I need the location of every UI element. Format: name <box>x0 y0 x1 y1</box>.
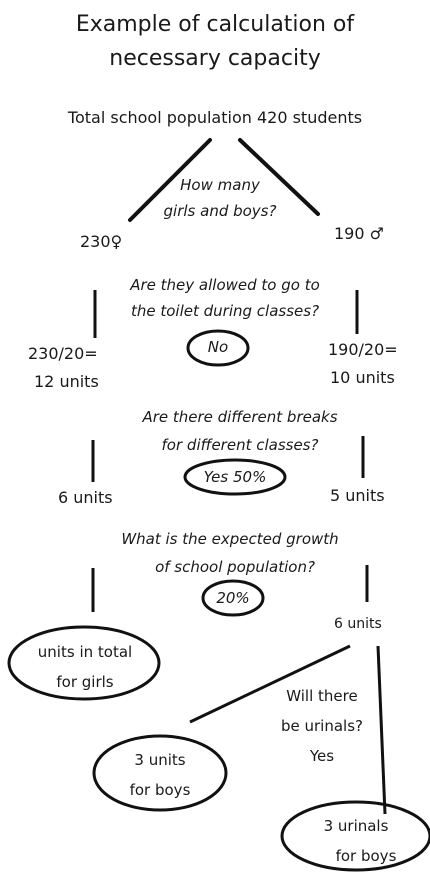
answer-20-percent: 20% <box>216 589 250 607</box>
line-boys-to-units <box>189 644 351 724</box>
total-population: Total school population 420 students <box>67 108 363 127</box>
question-toilet-line1: Are they allowed to go to <box>130 276 320 294</box>
girls-units-breaks: 6 units <box>58 488 113 507</box>
question-growth-line1: What is the expected growth <box>121 530 339 548</box>
girls-calc-line2: 12 units <box>34 372 99 391</box>
urinals-ellipse <box>280 800 430 872</box>
boys-units-line2: for boys <box>129 781 191 799</box>
answer-no-ellipse <box>186 329 250 367</box>
boys-count-value: 190 <box>334 224 365 243</box>
answer-20-ellipse <box>201 579 265 617</box>
line-split-left <box>128 138 212 222</box>
diagram-title-line2: necessary capacity <box>109 46 321 71</box>
question-urinals-line1: Will there <box>286 687 358 705</box>
question-breaks-line2: for different classes? <box>161 436 319 454</box>
male-icon: ♂ <box>369 224 384 243</box>
line-split-right <box>238 138 320 216</box>
female-icon: ♀ <box>110 232 123 251</box>
urinals-line2: for boys <box>335 847 397 865</box>
diagram-title-line1: Example of calculation of <box>75 12 355 37</box>
answer-yes50-ellipse <box>183 458 287 496</box>
question-toilet-line2: the toilet during classes? <box>130 302 320 320</box>
boys-units-ellipse <box>92 734 228 812</box>
question-breaks-line1: Are there different breaks <box>142 408 338 426</box>
girls-total-ellipse <box>7 625 161 701</box>
line-boys-to-urinals <box>376 645 387 815</box>
boys-units-line1: 3 units <box>134 751 186 769</box>
girls-count: 230♀ <box>80 232 122 252</box>
answer-urinals-yes: Yes <box>309 747 335 765</box>
answer-no: No <box>207 338 229 356</box>
question-urinals-line2: be urinals? <box>280 717 363 735</box>
question-growth-line2: of school population? <box>155 558 315 576</box>
boys-units-growth: 6 units <box>334 616 382 632</box>
urinals-line1: 3 urinals <box>323 817 389 835</box>
boys-calc-line2: 10 units <box>330 368 395 387</box>
boys-calc-line1: 190/20= <box>328 340 398 359</box>
boys-count: 190 ♂ <box>334 224 384 244</box>
girls-calc-line1: 230/20= <box>28 344 98 363</box>
question-girls-boys-line2: girls and boys? <box>163 202 277 220</box>
girls-total-line2: for girls <box>56 673 114 691</box>
boys-units-breaks: 5 units <box>330 486 385 505</box>
question-girls-boys-line1: How many <box>180 176 260 194</box>
answer-yes-50: Yes 50% <box>203 468 267 486</box>
girls-total-line1: units in total <box>37 643 133 661</box>
girls-count-value: 230 <box>80 232 111 251</box>
